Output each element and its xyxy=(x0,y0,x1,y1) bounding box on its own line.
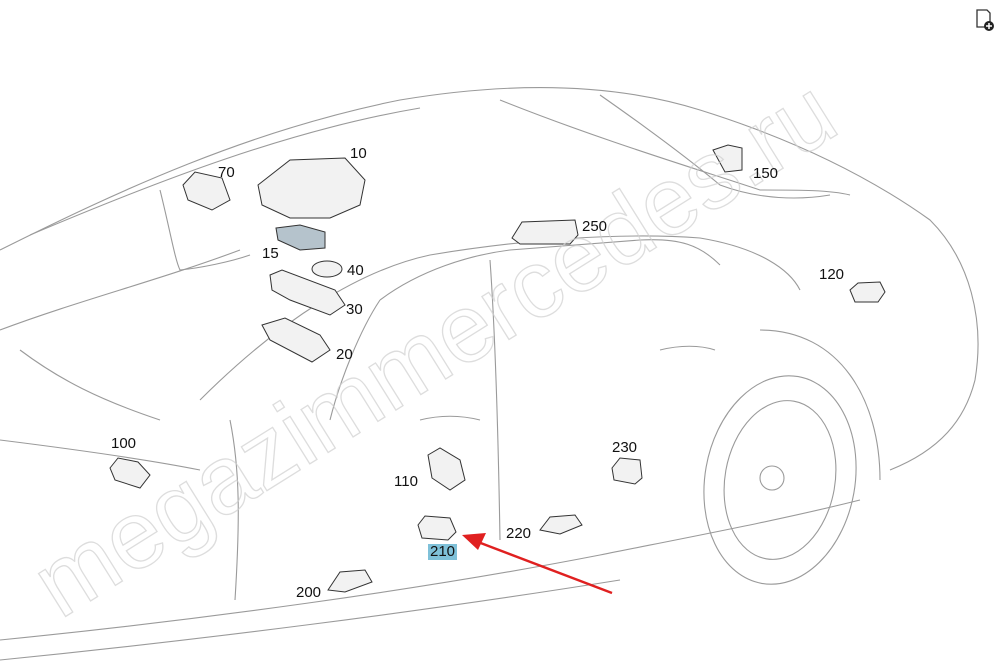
part-110-shape xyxy=(427,447,466,491)
part-label-30[interactable]: 30 xyxy=(346,301,363,318)
part-220-shape xyxy=(539,514,583,535)
part-120-shape xyxy=(849,281,886,303)
part-20-shape xyxy=(261,317,331,363)
part-label-150[interactable]: 150 xyxy=(753,165,779,182)
part-label-210[interactable]: 210 xyxy=(428,543,458,560)
part-label-20[interactable]: 20 xyxy=(336,346,353,363)
part-label-15[interactable]: 15 xyxy=(262,245,279,262)
part-150-shape xyxy=(712,144,743,173)
part-40-shape xyxy=(311,260,343,278)
part-label-70[interactable]: 70 xyxy=(218,164,235,181)
part-200-shape xyxy=(327,569,373,593)
part-label-120[interactable]: 120 xyxy=(819,266,845,283)
part-250-shape xyxy=(511,219,579,245)
part-shapes xyxy=(109,144,886,593)
part-label-110[interactable]: 110 xyxy=(394,473,418,490)
part-15-shape xyxy=(275,224,326,251)
part-30-shape xyxy=(269,269,346,316)
part-label-100[interactable]: 100 xyxy=(111,435,137,452)
part-label-250[interactable]: 250 xyxy=(582,218,608,235)
part-70-shape xyxy=(182,171,231,211)
part-100-shape xyxy=(109,457,151,489)
part-label-10[interactable]: 10 xyxy=(350,145,367,162)
car-outline xyxy=(0,87,979,661)
part-230-shape xyxy=(611,457,643,485)
part-label-230[interactable]: 230 xyxy=(612,439,638,456)
part-210-shape xyxy=(417,515,457,541)
part-label-40[interactable]: 40 xyxy=(347,262,364,279)
add-to-document-icon[interactable] xyxy=(974,8,996,32)
part-10-shape xyxy=(257,157,366,219)
part-label-220[interactable]: 220 xyxy=(506,525,532,542)
part-label-200[interactable]: 200 xyxy=(296,584,322,601)
pointer-arrow xyxy=(462,533,613,595)
